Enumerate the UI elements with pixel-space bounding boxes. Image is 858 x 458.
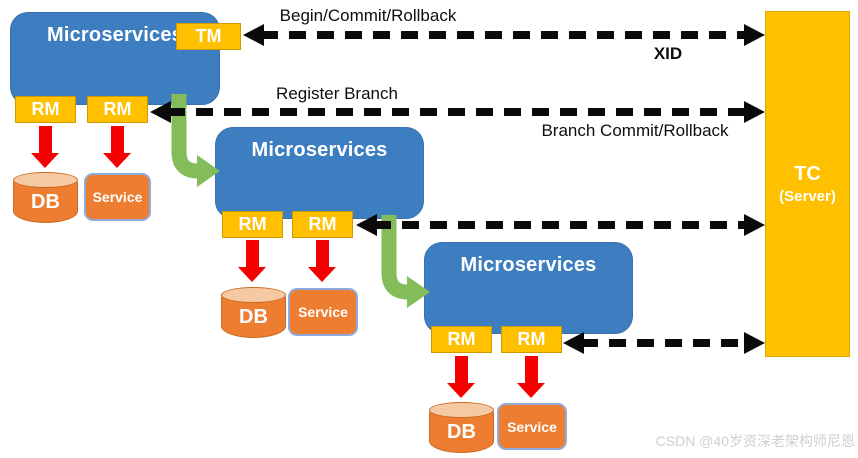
csdn-watermark: CSDN @40岁资深老架构师尼恩 [655, 433, 855, 449]
db-label: DB [239, 306, 268, 328]
db-cylinder-body [13, 180, 78, 223]
red-arrow-head [308, 267, 336, 282]
service-box-1: Service [84, 173, 151, 221]
dashed-arrow-begin-commit-rollback [243, 24, 765, 46]
arrowhead-right-icon [744, 214, 765, 236]
red-arrow-shaft [110, 126, 124, 153]
rm-badge-2a: RM [222, 211, 283, 238]
db-label: DB [447, 421, 476, 443]
rm-label: RM [103, 99, 132, 119]
service-label: Service [298, 304, 348, 320]
service-label: Service [507, 418, 557, 435]
tm-label: TM [195, 26, 222, 46]
db-cylinder-2: DB [221, 287, 286, 338]
red-down-arrow [238, 240, 266, 282]
red-arrow-head [447, 383, 475, 398]
tc-label: TC [794, 163, 821, 185]
db-label: DB [31, 191, 60, 213]
arrowhead-left-icon [356, 214, 377, 236]
dashed-arrow-branch-3 [563, 332, 765, 354]
dashed-arrow-register-branch [150, 101, 765, 123]
db-cylinder-1: DB [13, 172, 78, 223]
db-cylinder-top [221, 287, 286, 303]
label-xid: XID [653, 44, 683, 63]
microservices-box-3: Microservices [424, 242, 633, 334]
red-arrow-shaft [38, 126, 52, 153]
red-arrow-head [238, 267, 266, 282]
label-begin-commit-rollback: Begin/Commit/Rollback [279, 6, 457, 25]
arrowhead-left-icon [243, 24, 264, 46]
dashed-arrow-branch-2 [356, 214, 765, 236]
red-arrow-head [517, 383, 545, 398]
rm-badge-2b: RM [292, 211, 353, 238]
rm-label: RM [238, 214, 267, 234]
dashed-line [168, 108, 747, 116]
rm-label: RM [447, 329, 476, 349]
green-arrow-head [407, 276, 430, 308]
rm-label: RM [308, 214, 337, 234]
red-arrow-shaft [524, 356, 538, 383]
service-box-2: Service [288, 288, 358, 336]
db-cylinder-top [13, 172, 78, 188]
label-register-branch: Register Branch [276, 84, 398, 103]
arrowhead-right-icon [744, 24, 765, 46]
rm-label: RM [31, 99, 60, 119]
service-label: Service [92, 189, 143, 205]
red-down-arrow [517, 356, 545, 398]
red-arrow-shaft [454, 356, 468, 383]
dashed-line [581, 339, 747, 347]
tm-badge: TM [176, 23, 241, 50]
green-flow-arrow-2 [381, 215, 430, 308]
tc-server-sublabel: (Server) [779, 188, 836, 205]
rm-badge-1b: RM [87, 96, 148, 123]
red-arrow-shaft [315, 240, 329, 267]
microservices-box-2: Microservices [215, 127, 424, 219]
arrowhead-left-icon [150, 101, 171, 123]
red-arrow-head [31, 153, 59, 168]
red-down-arrow [31, 126, 59, 168]
green-flow-arrow-1 [171, 94, 220, 187]
microservices-3-title: Microservices [460, 254, 597, 276]
red-arrow-shaft [245, 240, 259, 267]
green-arrow-head [197, 155, 220, 187]
dashed-line [261, 31, 747, 39]
service-box-3: Service [497, 403, 567, 450]
tc-server-box: TC (Server) [765, 11, 850, 357]
rm-label: RM [517, 329, 546, 349]
db-cylinder-3: DB [429, 402, 494, 453]
microservices-2-title: Microservices [251, 139, 388, 161]
arrowhead-right-icon [744, 332, 765, 354]
red-down-arrow [447, 356, 475, 398]
db-cylinder-top [429, 402, 494, 418]
red-down-arrow [103, 126, 131, 168]
microservices-1-title: Microservices [46, 24, 184, 46]
rm-badge-3b: RM [501, 326, 562, 353]
red-arrow-head [103, 153, 131, 168]
label-branch-commit-rollback: Branch Commit/Rollback [541, 121, 729, 140]
rm-badge-3a: RM [431, 326, 492, 353]
rm-badge-1a: RM [15, 96, 76, 123]
dashed-line [374, 221, 747, 229]
red-down-arrow [308, 240, 336, 282]
arrowhead-right-icon [744, 101, 765, 123]
arrowhead-left-icon [563, 332, 584, 354]
